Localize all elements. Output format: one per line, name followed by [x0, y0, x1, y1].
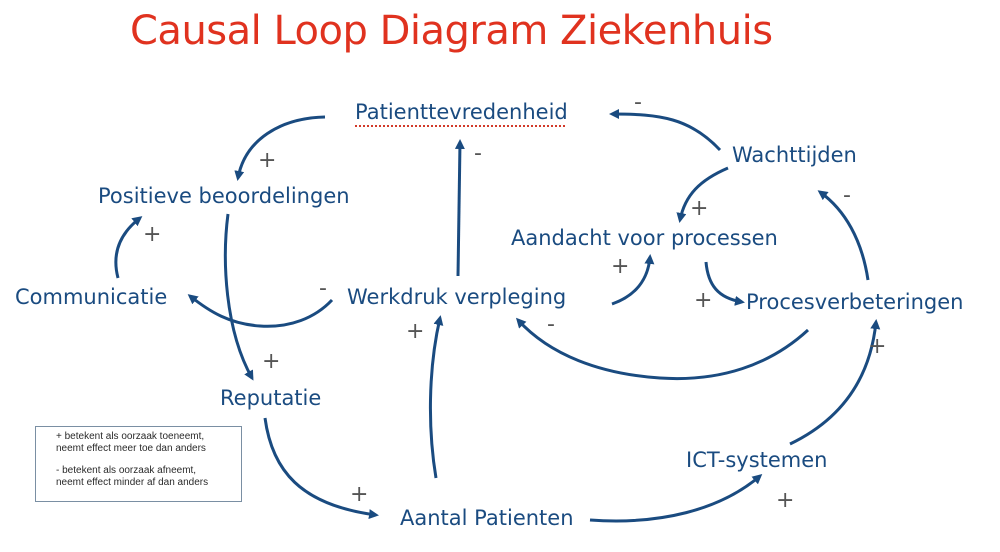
- arrow-aandacht-to-procesverbeteringen: [704, 261, 745, 306]
- polarity-sign: +: [406, 319, 425, 344]
- arrow-aantal-to-werkdruk: [428, 315, 444, 479]
- polarity-sign: +: [776, 488, 795, 513]
- polarity-sign: +: [690, 196, 709, 221]
- polarity-sign: -: [474, 141, 482, 166]
- arrow-communicatie-to-positieve: [114, 216, 143, 279]
- arrow-werkdruk-to-aandacht: [611, 254, 655, 306]
- arrow-positieve-to-reputatie: [223, 213, 254, 381]
- node-ict-systemen: ICT-systemen: [686, 448, 828, 472]
- node-patienttevredenheid: Patienttevredenheid: [355, 100, 568, 124]
- legend-box: + betekent als oorzaak toeneemt, neemt e…: [35, 426, 242, 502]
- node-aantal-patienten: Aantal Patienten: [400, 506, 574, 530]
- polarity-sign: -: [843, 183, 851, 208]
- node-communicatie: Communicatie: [15, 285, 168, 309]
- node-aandacht-voor-processen: Aandacht voor processen: [511, 226, 778, 250]
- polarity-sign: +: [258, 148, 277, 173]
- legend-plus-line2: neemt effect meer toe dan anders: [56, 443, 206, 454]
- polarity-sign: +: [694, 288, 713, 313]
- arrow-reputatie-to-aantal: [263, 417, 379, 520]
- polarity-sign: +: [611, 254, 630, 279]
- arrow-procesverbeteringen-to-werkdruk: [515, 317, 810, 381]
- node-wachttijden: Wachttijden: [732, 143, 857, 167]
- legend-plus-line1: + betekent als oorzaak toeneemt,: [56, 431, 205, 442]
- arrow-aantal-to-ict: [589, 474, 763, 523]
- node-positieve-beoordelingen: Positieve beoordelingen: [98, 184, 350, 208]
- node-werkdruk-verpleging: Werkdruk verpleging: [347, 285, 567, 309]
- arrow-wachttijden-to-patienttevredenheid: [609, 109, 722, 152]
- diagram-title: Causal Loop Diagram Ziekenhuis: [130, 8, 773, 54]
- polarity-sign: -: [319, 276, 327, 301]
- polarity-sign: -: [547, 312, 555, 337]
- polarity-sign: +: [350, 482, 369, 507]
- polarity-sign: +: [143, 222, 162, 247]
- arrow-patienttevredenheid-to-positieve: [234, 115, 326, 181]
- polarity-sign: -: [634, 90, 642, 115]
- arrow-werkdruk-to-patienttevredenheid: [454, 139, 465, 277]
- polarity-sign: +: [868, 334, 887, 359]
- arrow-werkdruk-to-communicatie: [187, 294, 334, 328]
- legend-minus-line1: - betekent als oorzaak afneemt,: [56, 465, 197, 476]
- node-reputatie: Reputatie: [220, 386, 322, 410]
- arrow-procesverbeteringen-to-wachttijden: [817, 190, 870, 281]
- arrow-ict-to-procesverbeteringen: [789, 319, 881, 446]
- node-procesverbeteringen: Procesverbeteringen: [746, 290, 964, 314]
- polarity-sign: +: [262, 349, 281, 374]
- arrow-wachttijden-to-aandacht: [676, 166, 729, 223]
- legend-minus-line2: neemt effect minder af dan anders: [56, 477, 209, 488]
